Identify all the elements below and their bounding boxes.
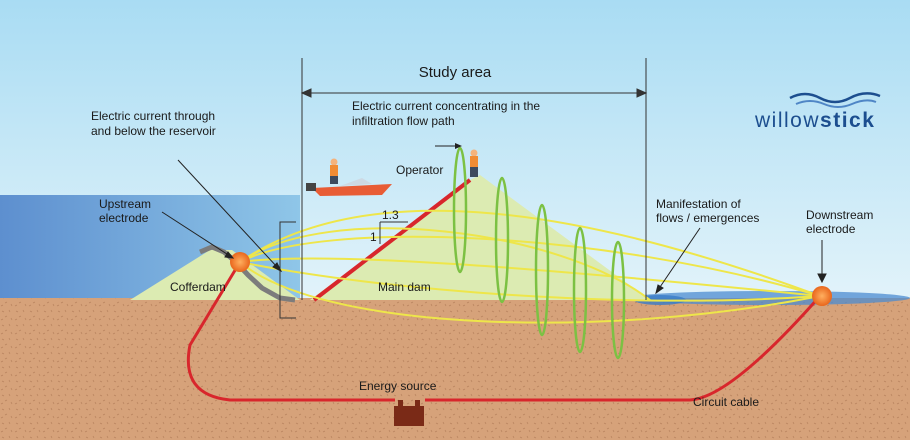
energy-source-label: Energy source: [359, 379, 437, 393]
current-lines: [239, 209, 821, 324]
manifestation-label-line2: flows / emergences: [656, 211, 759, 225]
boat-icon: [306, 158, 392, 196]
operator-label: Operator: [396, 163, 443, 177]
svg-text:willowstick: willowstick: [754, 109, 875, 132]
manifestation-label-line1: Manifestation of: [656, 197, 741, 211]
energy-source-terminal-left: [398, 400, 403, 407]
cofferdam-label: Cofferdam: [170, 280, 226, 294]
main-dam-label: Main dam: [378, 280, 431, 294]
current-reservoir-label-line1: Electric current through: [91, 109, 215, 123]
current-concentrating-label-line2: infiltration flow path: [352, 114, 455, 128]
current-concentrating-label-line1: Electric current concentrating in the: [352, 99, 540, 113]
study-area-bracket: [300, 58, 648, 300]
cofferdam: [130, 250, 300, 300]
upstream-label-line1: Upstream: [99, 197, 151, 211]
operator-arrow-head: [455, 143, 462, 149]
downstream-electrode: [812, 286, 832, 306]
slope-top-label: 1.3: [382, 208, 399, 222]
current-reservoir-label-line2: and below the reservoir: [91, 124, 216, 138]
upstream-label-line2: electrode: [99, 211, 149, 225]
callout-lines: [161, 159, 827, 295]
upstream-electrode: [230, 252, 250, 272]
energy-source-box: [394, 406, 424, 426]
downstream-label-line2: electrode: [806, 222, 856, 236]
dam-upstream-face: [312, 178, 472, 302]
operator-icon: [470, 149, 478, 177]
circuit-cable: [186, 261, 822, 402]
downstream-label-line1: Downstream: [806, 208, 873, 222]
circuit-cable-label: Circuit cable: [693, 395, 759, 409]
slope-side-label: 1: [370, 230, 377, 244]
ground: [0, 298, 910, 440]
main-dam: [310, 175, 650, 300]
willowstick-logo: willowstick: [754, 92, 881, 132]
study-area-title: Study area: [419, 64, 492, 81]
slope-indicator: [379, 221, 408, 244]
energy-source-terminal-right: [415, 400, 420, 407]
field-loops: [452, 146, 626, 360]
